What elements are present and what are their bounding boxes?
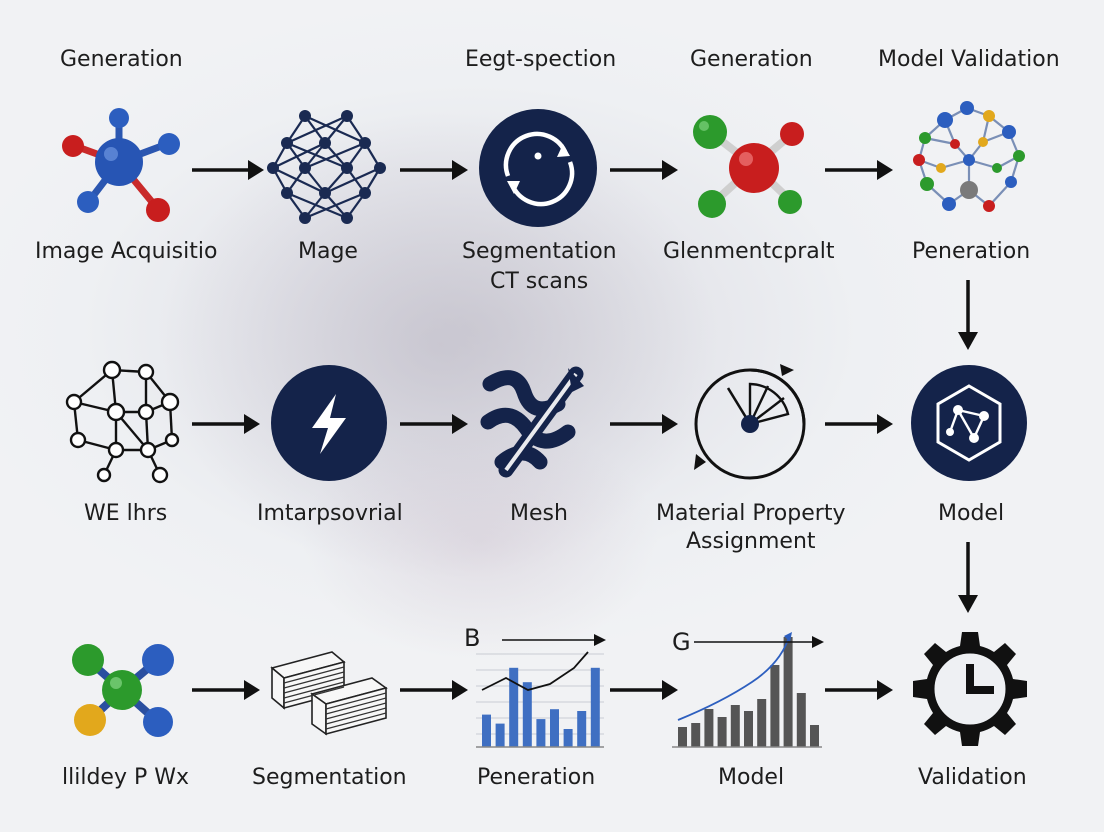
gauge-dial-icon <box>694 364 806 480</box>
header-generation-1: Generation <box>60 47 183 72</box>
chart-g-bar-11 <box>810 725 819 747</box>
chart-g-letter: G <box>672 628 691 656</box>
header-generation-2: Generation <box>690 47 813 72</box>
label-model-r2: Model <box>938 501 1005 526</box>
molecule-cluster-icon <box>913 101 1025 212</box>
hexagon-network-icon <box>911 365 1027 481</box>
molecule-icon-blue-red <box>62 108 180 222</box>
neural-network-icon <box>267 110 386 224</box>
gear-clock-icon <box>913 632 1027 746</box>
label-peneration-r1: Peneration <box>912 239 1031 264</box>
label-glenmentcpralt: Glenmentcpralt <box>663 239 835 264</box>
label-ct-scans: CT scans <box>490 269 589 294</box>
chart-b-arrow-head <box>594 634 606 646</box>
label-assignment: Assignment <box>686 529 816 554</box>
stacked-layers-icon <box>270 651 388 736</box>
label-peneration-r3: Peneration <box>477 765 596 790</box>
chart-b-bar-5 <box>536 719 546 747</box>
chart-b-trend-line <box>481 651 589 691</box>
chart-b-bar-1 <box>482 714 491 747</box>
chart-b-bar-3 <box>509 667 519 747</box>
chart-g-bar-4 <box>717 717 727 747</box>
chart-g-bar-7 <box>757 699 767 747</box>
label-mesh: Mesh <box>510 501 568 526</box>
molecule-icon-red-green <box>693 115 804 218</box>
chart-b-bar-7 <box>563 729 573 747</box>
chart-g-trend-line <box>677 633 791 721</box>
bar-chart-grey <box>672 632 824 748</box>
molecule-icon-green <box>72 644 174 737</box>
chart-b-letter: B <box>464 624 481 652</box>
chart-b-bar-4 <box>522 682 532 747</box>
header-eegt-spection: Eegt-spection <box>465 47 617 72</box>
chart-g-bar-2 <box>691 723 701 747</box>
chart-g-bar-3 <box>704 709 714 747</box>
label-mage: Mage <box>298 239 358 264</box>
lightning-bolt-icon <box>271 365 387 481</box>
label-segmentation-r3: Segmentation <box>252 765 407 790</box>
chart-g-bar-8 <box>770 665 780 747</box>
bar-chart-blue <box>476 634 606 748</box>
chart-g-arrow-head <box>812 636 824 648</box>
label-material-property: Material Property <box>656 501 846 526</box>
label-llildey-p-wx: llildey P Wx <box>62 765 189 790</box>
chart-g-bar-5 <box>730 705 740 747</box>
chart-g-bar-10 <box>796 693 806 747</box>
header-model-validation: Model Validation <box>878 47 1060 72</box>
chart-b-bar-2 <box>495 723 505 747</box>
label-model-r3: Model <box>718 765 785 790</box>
label-image-acquisition: Image Acquisitio <box>35 239 218 264</box>
chart-g-bar-1 <box>678 727 687 747</box>
label-segmentation-r1: Segmentation <box>462 239 617 264</box>
label-imtarpsovrial: Imtarpsovrial <box>257 501 403 526</box>
refresh-circle-icon <box>479 109 597 227</box>
chart-b-bar-8 <box>577 711 587 747</box>
chart-b-bar-9 <box>590 667 600 747</box>
chart-g-bar-6 <box>744 711 753 747</box>
chart-b-bar-6 <box>550 709 559 747</box>
background-blob <box>160 110 720 580</box>
chart-g-trend-arrow <box>784 632 792 642</box>
mesh-strands-icon <box>480 366 584 478</box>
label-we-lhrs: WE lhrs <box>84 501 168 526</box>
outline-network-icon <box>65 360 180 484</box>
label-validation: Validation <box>918 765 1027 790</box>
chart-g-bar-9 <box>783 637 793 747</box>
